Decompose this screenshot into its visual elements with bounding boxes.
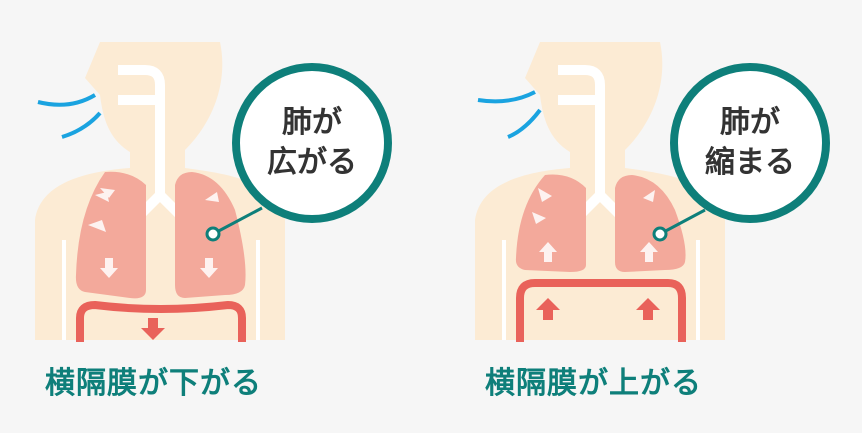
- up-arrow-icon: [636, 298, 660, 320]
- callout-circle: [232, 63, 392, 223]
- expand-arrows: [88, 188, 219, 278]
- lung-marker: [205, 226, 221, 242]
- callout-line-2: 縮まる: [705, 145, 795, 180]
- callout-line-1: 肺が: [282, 105, 342, 140]
- inhale-breath-icon: [37, 93, 102, 139]
- body-silhouette: [35, 42, 285, 340]
- inhale-callout-text: 肺が 広がる: [242, 103, 382, 183]
- exhale-breath-icon: [477, 90, 542, 139]
- callout-line-1: 肺が: [720, 105, 780, 140]
- left-lung: [515, 174, 586, 272]
- exhale-caption: 横隔膜が上がる: [485, 366, 702, 401]
- left-lung: [75, 171, 146, 299]
- callout-line-2: 広がる: [267, 145, 357, 180]
- exhale-callout-text: 肺が 縮まる: [680, 103, 820, 183]
- diaphragm: [516, 279, 686, 342]
- diaphragm: [76, 300, 246, 342]
- down-arrow-icon: [141, 318, 165, 340]
- up-arrow-icon: [536, 298, 560, 320]
- inhale-caption: 横隔膜が下がる: [45, 366, 262, 401]
- exhale-panel: [475, 42, 830, 342]
- inhale-panel: [35, 42, 392, 342]
- lung-marker: [652, 226, 668, 242]
- callout-circle: [670, 63, 830, 223]
- right-lung: [615, 175, 686, 272]
- contract-arrows: [532, 188, 658, 262]
